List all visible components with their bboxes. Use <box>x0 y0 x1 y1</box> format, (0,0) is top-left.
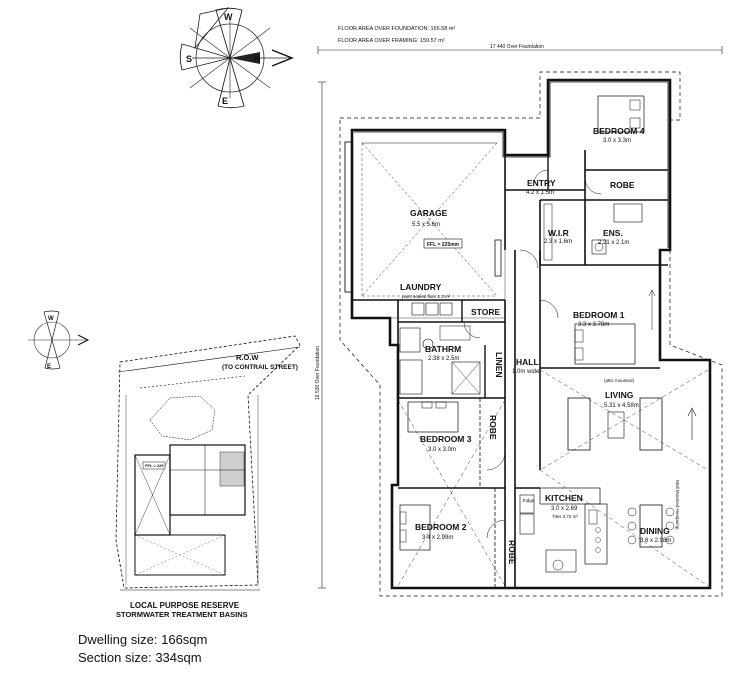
reserve-line2: STORMWATER TREATMENT BASINS <box>116 610 248 619</box>
compass-rose-small: W E <box>28 310 90 370</box>
dwelling-size-row: Dwelling size: 166sqm <box>78 632 207 647</box>
dwelling-size-label: Dwelling size: <box>78 632 158 647</box>
bedroom2-size: 3.4 x 2.99m <box>422 535 453 541</box>
bathroom-size: 2.38 x 2.5m <box>428 356 459 362</box>
external-walls-inner <box>354 81 669 248</box>
laundry-note: paint sealed floor 1.3 m² <box>402 294 451 299</box>
section-size-label: Section size: <box>78 650 152 665</box>
kitchen-label: KITCHEN <box>545 493 583 503</box>
overall-depth-dimension: 16 530 Over Foundation <box>315 81 326 589</box>
garage-ffl: FFL = 225mm <box>427 242 460 248</box>
dining-label: DINING <box>640 526 670 536</box>
floor-plan-labels: GARAGE 5.5 x 5.6m FFL = 225mm LAUNDRY pa… <box>400 126 680 565</box>
sofa-left <box>567 397 591 451</box>
floor-area-foundation: FLOOR AREA OVER FOUNDATION: 165.58 m² <box>338 26 455 32</box>
heatpump-note: Wall Mounted Heatpump <box>675 480 680 530</box>
robe-low-label: ROBE <box>507 540 517 565</box>
bedroom3-label: BEDROOM 3 <box>420 434 472 444</box>
wir-label: W.I.R <box>548 228 569 238</box>
dining-table <box>639 504 663 548</box>
bedroom2-label: BEDROOM 2 <box>415 522 467 532</box>
ens-label: ENS. <box>603 228 623 238</box>
bedroom1-size: 3.3 x 3.78m <box>578 322 609 328</box>
store-label: STORE <box>471 307 500 317</box>
living-size: 5.31 x 4.58m <box>604 403 639 409</box>
floor-area-framing: FLOOR AREA OVER FRAMING: 159.57 m² <box>338 38 445 44</box>
site-plan: FFL = 225 <box>115 335 301 591</box>
sofa-right <box>639 397 663 451</box>
wir-size: 2.3 x 1.6m <box>544 239 572 245</box>
garage-label: GARAGE <box>410 208 448 218</box>
kitchen-size: 3.0 x 2.69 <box>551 506 578 512</box>
attic-note: (attic mounted) <box>604 378 635 383</box>
ens-size: 2.21 x 2.1m <box>598 240 629 246</box>
kitchen-note: Tiles 3.72 m² <box>552 514 578 519</box>
garage-door <box>344 141 353 293</box>
compass-south-label: S <box>186 54 192 64</box>
fridge-label: fridge <box>523 498 535 503</box>
bed-bedroom3 <box>407 401 459 433</box>
hall-label: HALL <box>516 357 539 367</box>
robe-top-label: ROBE <box>610 180 635 190</box>
roof-outline <box>339 71 723 597</box>
house-floor-plan <box>339 71 723 597</box>
laundry-label: LAUNDRY <box>400 282 442 292</box>
bedroom4-label: BEDROOM 4 <box>593 126 645 136</box>
hall-size: 1.0m wide <box>512 369 540 375</box>
entry-label: ENTRY <box>527 178 556 188</box>
kitchen-island <box>584 503 608 565</box>
compass-west-label: W <box>224 12 233 22</box>
bed-bedroom2 <box>399 504 431 551</box>
bedroom3-size: 3.0 x 3.0m <box>428 447 456 453</box>
linen-label: LINEN <box>494 352 504 378</box>
overall-width-dimension: 17 440 Over Foundation <box>317 44 723 54</box>
section-size-row: Section size: 334sqm <box>78 650 202 665</box>
row-sub-label: (TO CONTRAIL STREET) <box>222 364 298 371</box>
site-ffl-label: FFL = 225 <box>145 463 164 468</box>
small-compass-west: W <box>48 316 54 322</box>
bedroom1-label: BEDROOM 1 <box>573 310 625 320</box>
overall-depth-label: 16 530 Over Foundation <box>315 346 321 400</box>
overall-width-label: 17 440 Over Foundation <box>490 44 544 50</box>
dwelling-size-value: 166sqm <box>161 632 208 647</box>
entry-size: 4.2 x 1.5m <box>526 190 554 196</box>
living-label: LIVING <box>605 390 634 400</box>
bed-bedroom1 <box>574 323 636 365</box>
section-size-value: 334sqm <box>155 650 202 665</box>
bathroom-label: BATHRM <box>425 344 461 354</box>
bedroom4-size: 3.0 x 3.3m <box>603 138 631 144</box>
small-compass-east: E <box>47 364 51 370</box>
compass-rose-large: W N E S <box>179 7 294 109</box>
bed-bedroom4 <box>597 95 645 133</box>
row-label: R.O.W <box>236 353 259 362</box>
robe-mid-label: ROBE <box>488 415 498 440</box>
compass-east-label: E <box>222 96 228 106</box>
garage-size: 5.5 x 5.6m <box>412 222 440 228</box>
dining-size: 3.6 x 2.98m <box>640 538 671 544</box>
coffee-table <box>607 411 625 439</box>
reserve-line1: LOCAL PURPOSE RESERVE <box>130 601 240 610</box>
compass-north-label: N <box>254 54 261 64</box>
